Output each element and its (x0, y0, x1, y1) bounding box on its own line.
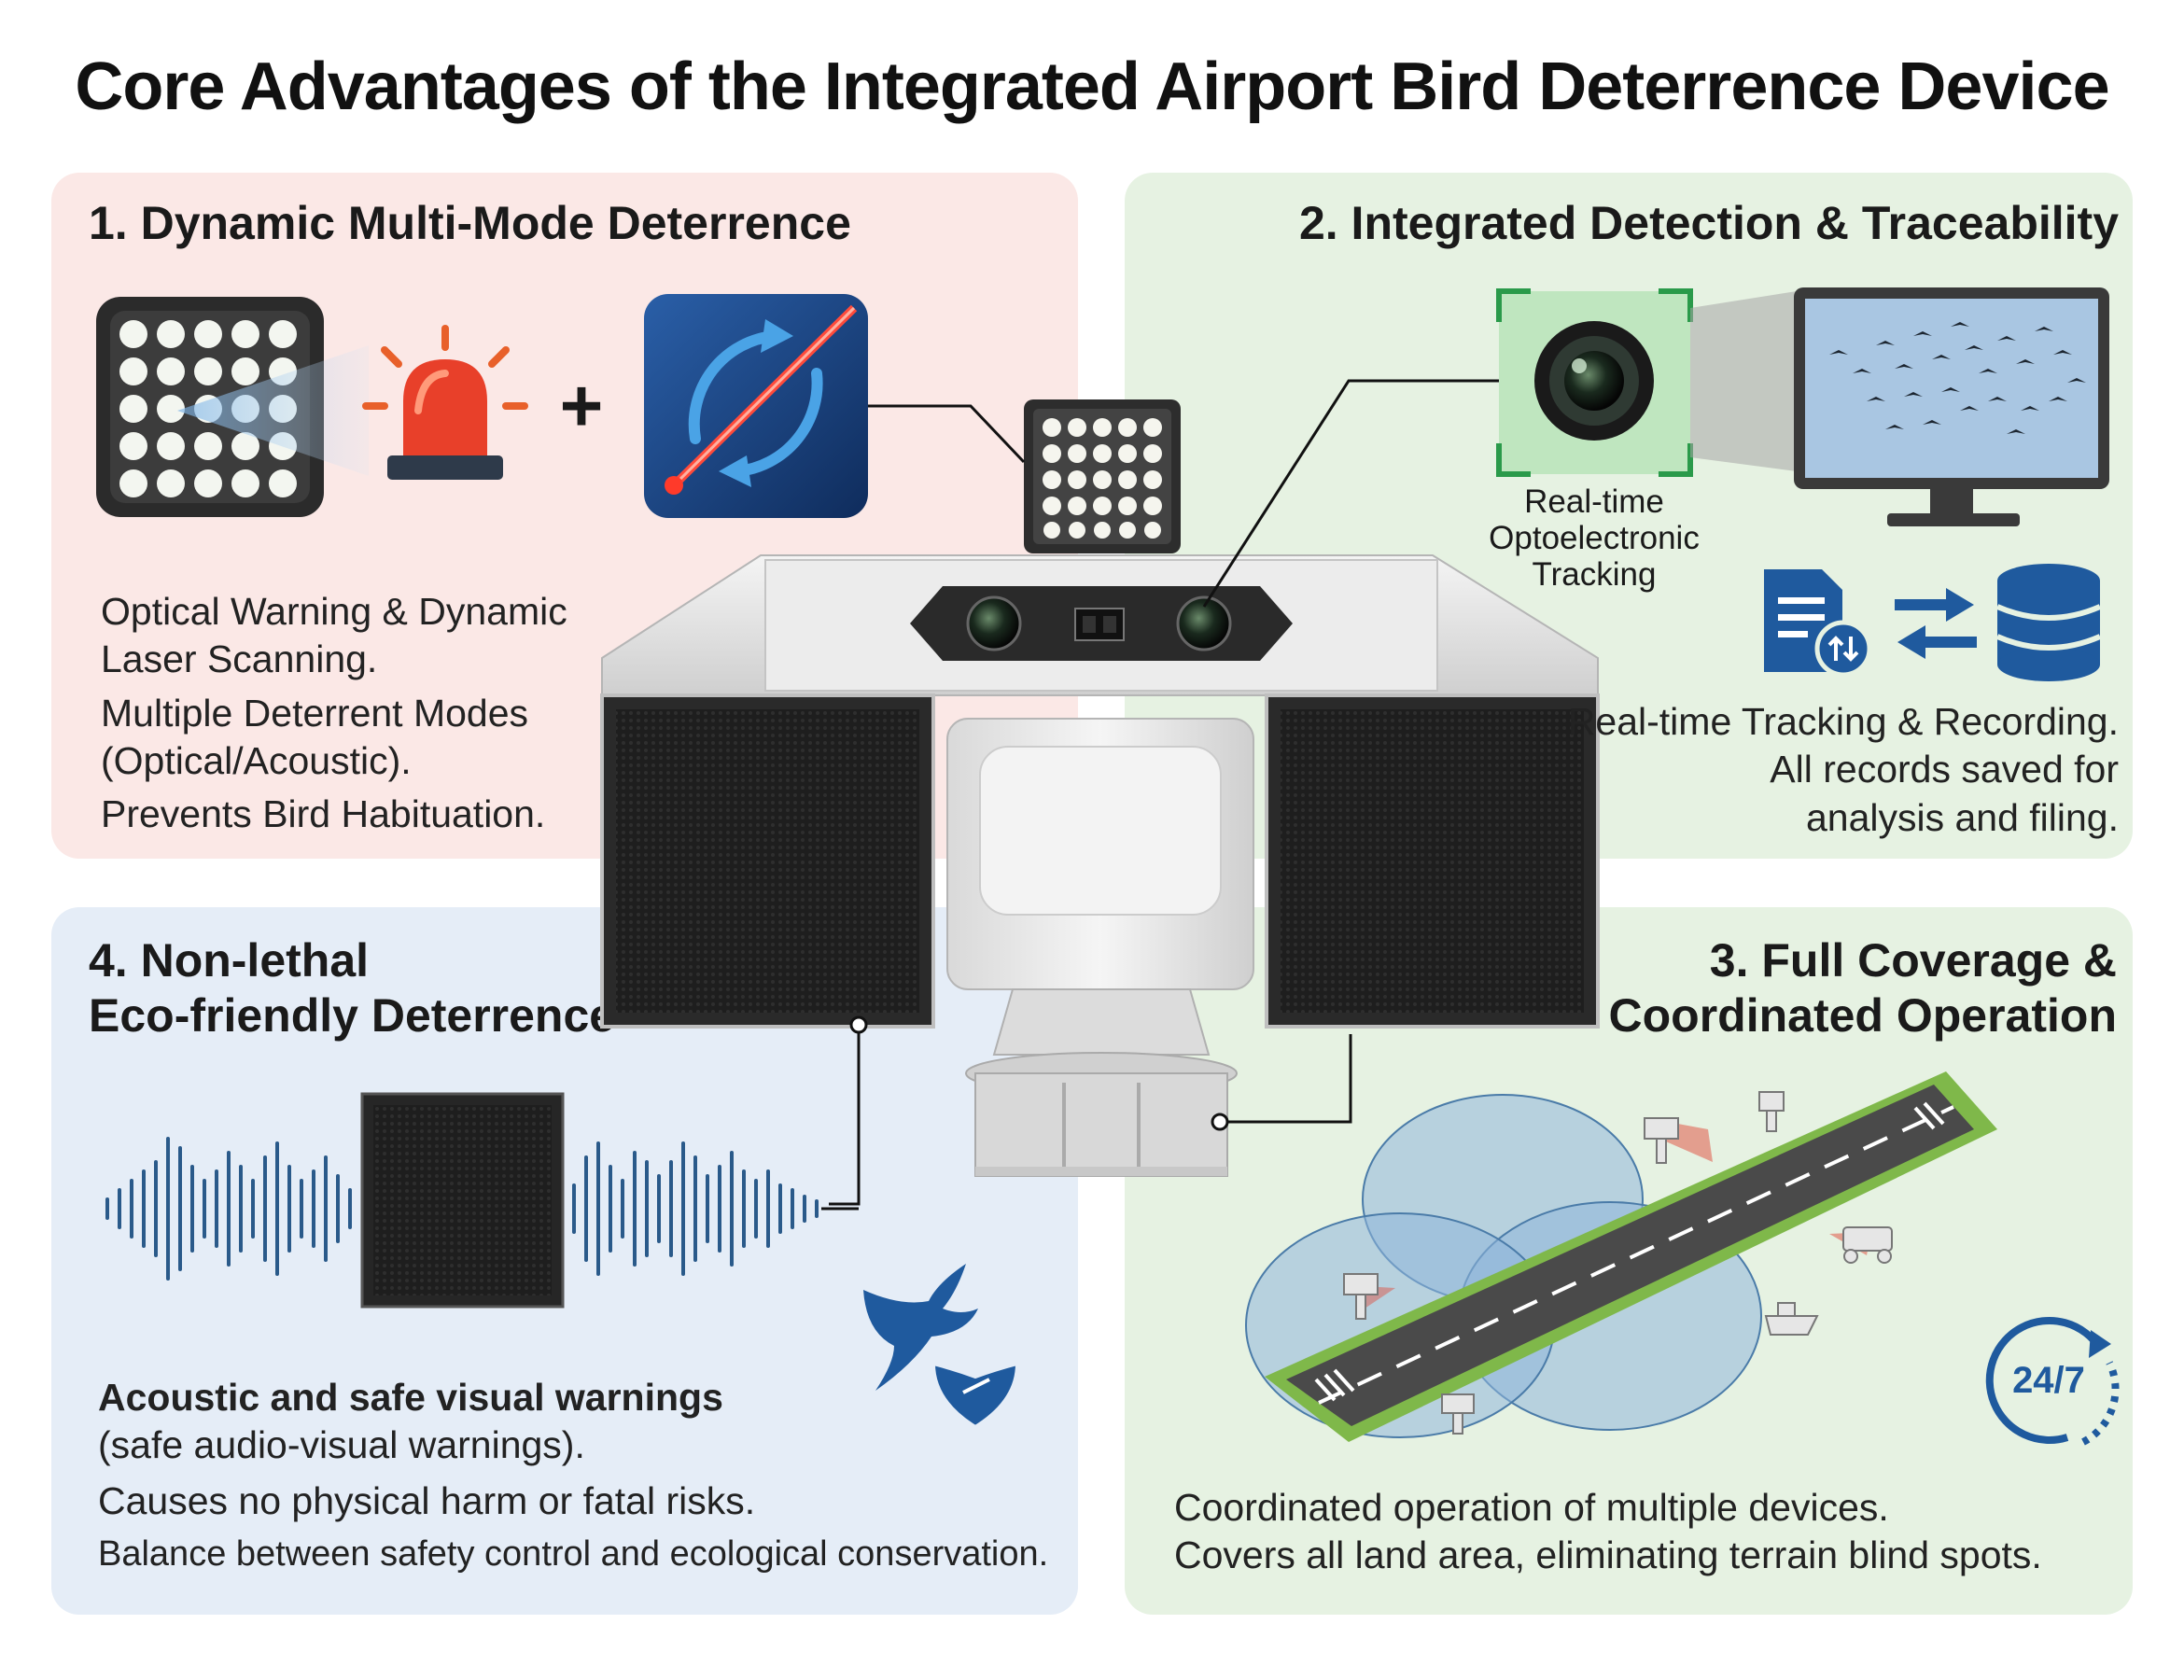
panel1-title: 1. Dynamic Multi-Mode Deterrence (89, 197, 851, 249)
deterrence-device-illustration (600, 399, 1600, 1177)
panel4-description: Acoustic and safe visual warnings (safe … (98, 1376, 1049, 1574)
bird-shield-icon (863, 1264, 1020, 1430)
warning-beacon-icon (362, 325, 528, 480)
database-icon (1995, 564, 2102, 681)
clock-24-7-icon: 24/7 (1985, 1316, 2120, 1446)
document-sync-icon (1764, 569, 1872, 678)
svg-text:Tracking: Tracking (1533, 556, 1657, 593)
camera-beam (1690, 291, 1797, 471)
svg-text:24/7: 24/7 (2012, 1360, 2085, 1401)
runway-map-icon (1245, 1071, 1997, 1442)
monitor-birds-icon (1794, 287, 2109, 526)
panel2-title: 2. Integrated Detection & Traceability (1298, 197, 2119, 249)
arrows-exchange-icon (1895, 588, 1977, 659)
panel4-title: 4. Non-lethal Eco-friendly Deterrence (89, 934, 616, 1042)
connector-lines (829, 379, 1512, 1206)
sound-wave-icon (105, 1137, 819, 1281)
panel2-description: Real-time Tracking & Recording. All reco… (1567, 700, 2119, 839)
plus-sign: + (560, 364, 604, 447)
speaker-icon (360, 1092, 565, 1309)
light-beam (177, 345, 369, 476)
svg-text:Real-time: Real-time (1524, 483, 1664, 520)
camera-caption: Real-time Optoelectronic Tracking (1489, 483, 1700, 593)
laser-scan-icon (644, 294, 868, 518)
panel1-description: Optical Warning & Dynamic Laser Scanning… (101, 590, 567, 835)
panel3-description: Coordinated operation of multiple device… (1174, 1486, 2042, 1577)
camera-icon (1496, 288, 1693, 477)
svg-text:Optoelectronic: Optoelectronic (1489, 520, 1700, 556)
page-title: Core Advantages of the Integrated Airpor… (75, 49, 2109, 124)
panel3-title: 3. Full Coverage & Coordinated Operation (1608, 934, 2117, 1042)
